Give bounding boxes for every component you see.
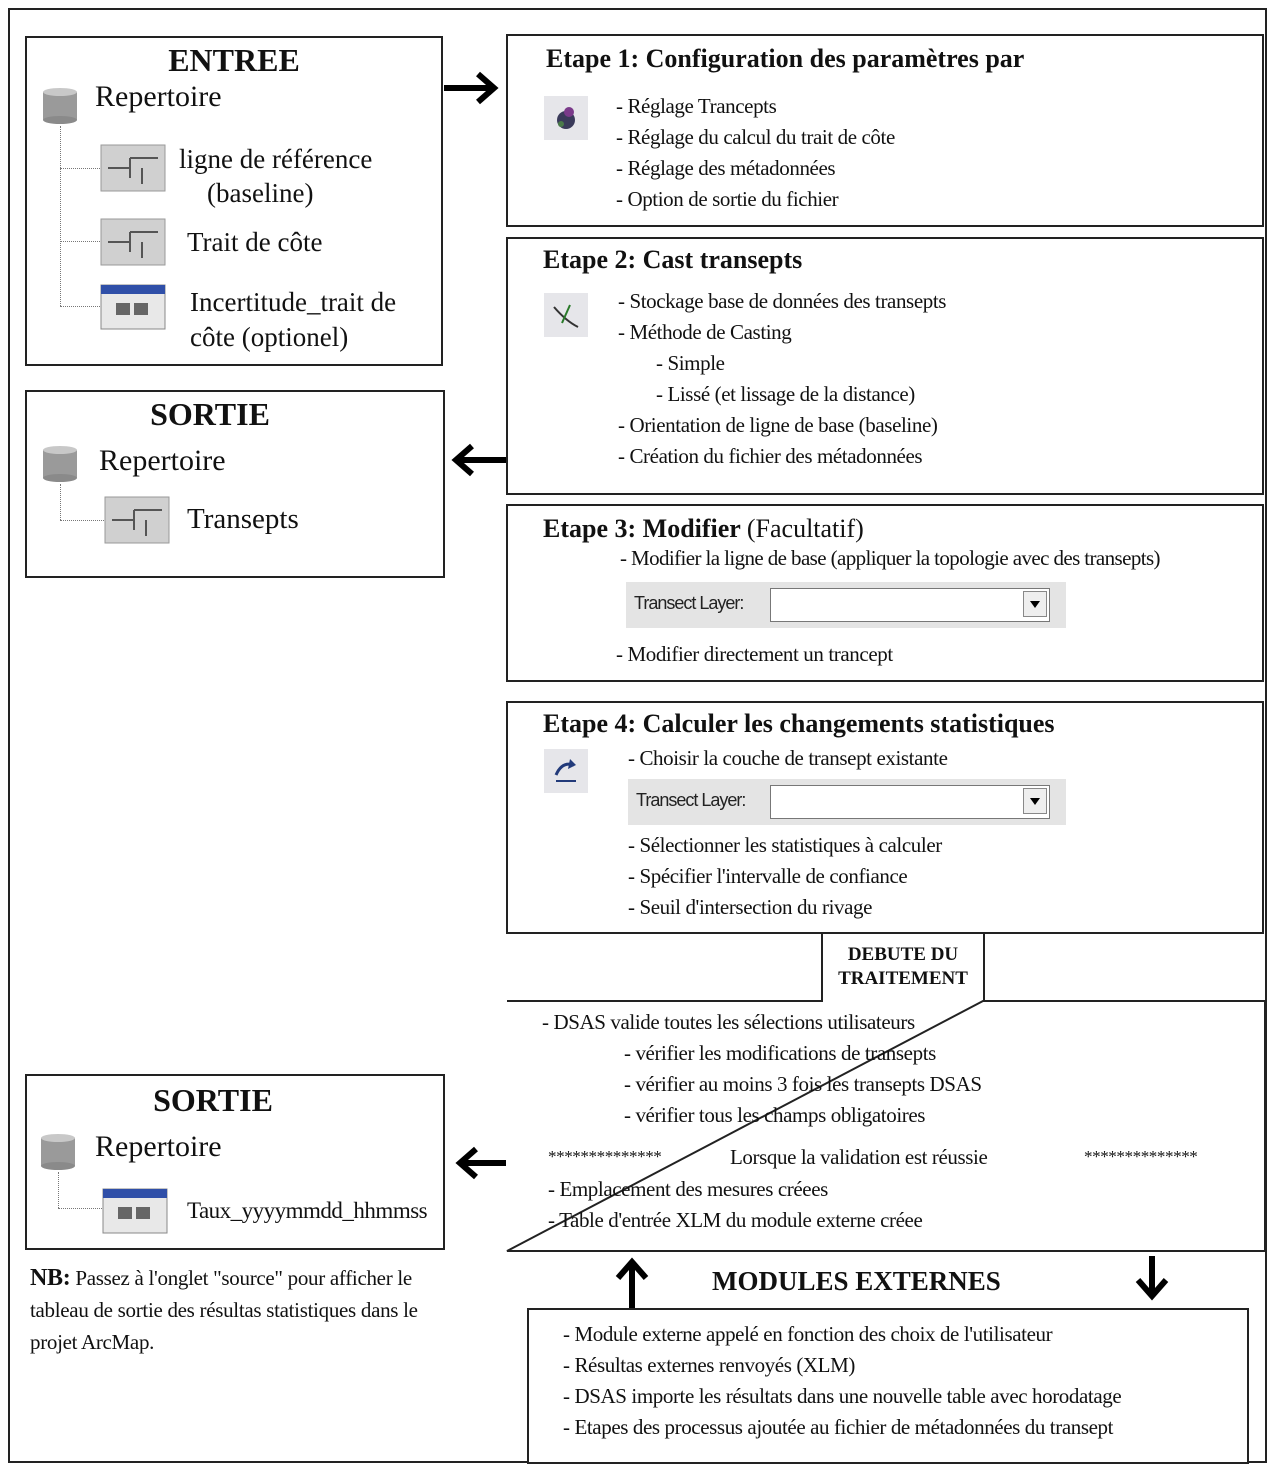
- layer-icon: [100, 218, 166, 266]
- etape1-line: - Option de sortie du fichier: [616, 187, 839, 211]
- validation-box: [506, 1000, 1266, 1252]
- tree-line: [60, 168, 100, 169]
- debut-line1: DEBUTE DU: [847, 944, 959, 965]
- etape4-line: - Choisir la couche de transept existant…: [628, 746, 948, 770]
- etape2-line: - Création du fichier des métadonnées: [618, 444, 923, 468]
- arrow-left: [455, 1146, 506, 1180]
- modules-line: - Etapes des processus ajoutée au fichie…: [563, 1415, 1114, 1439]
- connector-left-wall: [821, 932, 823, 1002]
- sortie2-title: SORTIE: [153, 1082, 273, 1118]
- entree-item-uncertainty-sub: côte (optionel): [190, 322, 349, 352]
- transect-layer-row: Transect Layer:: [626, 582, 1066, 628]
- etape4-box: Etape 4: Calculer les changements statis…: [506, 701, 1264, 934]
- modules-line: - Résultas externes renvoyés (XLM): [563, 1353, 855, 1377]
- etape1-line: - Réglage Trancepts: [616, 94, 777, 118]
- etape3-title: Etape 3: Modifier (Facultatif): [543, 514, 864, 544]
- etape2-box: Etape 2: Cast transepts - Stockage base …: [506, 237, 1264, 495]
- note-body: Passez à l'onglet "source" pour afficher…: [30, 1266, 418, 1354]
- tree-line: [60, 126, 61, 306]
- modules-box: - Module externe appelé en fonction des …: [527, 1308, 1249, 1464]
- tree-line: [58, 1172, 59, 1208]
- validation-stars-right: **************: [1084, 1147, 1198, 1166]
- sortie1-box: SORTIE Repertoire Transepts: [25, 390, 445, 578]
- etape3-title-suffix: (Facultatif): [746, 514, 864, 543]
- etape2-line: - Stockage base de données des transepts: [618, 289, 947, 313]
- database-icon: [41, 1134, 75, 1170]
- layer-icon: [104, 496, 170, 544]
- validation-success: Lorsque la validation est réussie: [730, 1145, 988, 1169]
- validation-sub: - vérifier tous les champs obligatoires: [624, 1103, 926, 1127]
- arrow-down: [1135, 1256, 1169, 1301]
- table-icon: [102, 1188, 168, 1234]
- etape4-line: - Spécifier l'intervalle de confiance: [628, 864, 908, 888]
- entree-repertoire: Repertoire: [95, 80, 222, 113]
- etape3-title-main: Etape 3: Modifier: [543, 514, 741, 543]
- debut-line2: TRAITEMENT: [838, 968, 968, 989]
- etape3-line: - Modifier la ligne de base (appliquer l…: [620, 546, 1161, 570]
- transect-layer-select[interactable]: [770, 785, 1050, 819]
- entree-item-uncertainty: Incertitude_trait de: [190, 287, 397, 317]
- arrow-up: [615, 1257, 649, 1308]
- tree-line: [58, 1208, 102, 1209]
- sortie2-repertoire: Repertoire: [95, 1130, 222, 1163]
- modules-line: - DSAS importe les résultats dans une no…: [563, 1384, 1122, 1408]
- etape3-line: - Modifier directement un trancept: [616, 642, 893, 666]
- note-bold: NB:: [30, 1265, 71, 1291]
- modules-line: - Module externe appelé en fonction des …: [563, 1322, 1053, 1346]
- etape2-line: - Lissé (et lissage de la distance): [656, 382, 915, 406]
- table-icon: [100, 284, 166, 330]
- transect-layer-select[interactable]: [770, 588, 1050, 622]
- database-icon: [43, 446, 77, 482]
- tree-line: [60, 306, 100, 307]
- entree-item-baseline-sub: (baseline): [207, 178, 314, 208]
- etape2-line: - Orientation de ligne de base (baseline…: [618, 413, 938, 437]
- etape4-line: - Seuil d'intersection du rivage: [628, 895, 873, 919]
- chevron-down-icon[interactable]: [1023, 591, 1047, 617]
- transect-layer-label: Transect Layer:: [634, 593, 744, 613]
- debut-label: DEBUTE DU TRAITEMENT: [825, 943, 981, 991]
- tree-line: [60, 520, 104, 521]
- database-icon: [43, 88, 77, 124]
- entree-title: ENTREE: [168, 42, 300, 78]
- validation-stars-left: **************: [548, 1147, 662, 1166]
- validation-sub: - vérifier au moins 3 fois les transepts…: [624, 1072, 982, 1096]
- etape3-box: Etape 3: Modifier (Facultatif) - Modifie…: [506, 504, 1264, 682]
- validation-after: - Table d'entrée XLM du module externe c…: [548, 1208, 923, 1232]
- etape1-line: - Réglage des métadonnées: [616, 156, 836, 180]
- sortie1-item: Transepts: [187, 503, 299, 535]
- sortie1-title: SORTIE: [150, 396, 270, 432]
- validation-after: - Emplacement des mesures créees: [548, 1177, 828, 1201]
- settings-globe-icon: [544, 96, 588, 140]
- layer-icon: [100, 144, 166, 192]
- etape1-box: Etape 1: Configuration des paramètres pa…: [506, 34, 1264, 227]
- arrow-left: [451, 443, 506, 477]
- etape2-line: - Méthode de Casting: [618, 320, 792, 344]
- cast-transect-icon: [544, 293, 588, 337]
- etape1-line: - Réglage du calcul du trait de côte: [616, 125, 895, 149]
- tree-line: [60, 241, 100, 242]
- sortie2-box: SORTIE Repertoire Taux_yyyymmdd_hhmmss: [25, 1074, 445, 1250]
- note-text: NB: Passez à l'onglet "source" pour affi…: [30, 1262, 460, 1358]
- validation-sub: - vérifier les modifications de transept…: [624, 1041, 936, 1065]
- tree-line: [60, 484, 61, 520]
- etape2-title: Etape 2: Cast transepts: [543, 245, 803, 274]
- entree-item-baseline: ligne de référence: [179, 144, 373, 174]
- sortie2-item: Taux_yyyymmdd_hhmmss: [187, 1198, 428, 1223]
- chevron-down-icon[interactable]: [1023, 788, 1047, 814]
- sortie1-repertoire: Repertoire: [99, 444, 226, 477]
- modules-title: MODULES EXTERNES: [712, 1266, 1001, 1296]
- validation-line: - DSAS valide toutes les sélections util…: [542, 1010, 915, 1034]
- transect-layer-label: Transect Layer:: [636, 790, 746, 810]
- etape4-title: Etape 4: Calculer les changements statis…: [543, 709, 1055, 738]
- transect-layer-row: Transect Layer:: [628, 779, 1066, 825]
- arrow-right: [444, 71, 499, 105]
- etape1-title: Etape 1: Configuration des paramètres pa…: [546, 44, 1025, 73]
- etape4-line: - Sélectionner les statistiques à calcul…: [628, 833, 942, 857]
- calculate-icon: [544, 749, 588, 793]
- connector-right-wall: [983, 932, 985, 1002]
- etape2-line: - Simple: [656, 351, 725, 375]
- entree-item-shoreline: Trait de côte: [187, 227, 323, 257]
- entree-box: ENTREE Repertoire ligne de référence (ba…: [25, 36, 443, 366]
